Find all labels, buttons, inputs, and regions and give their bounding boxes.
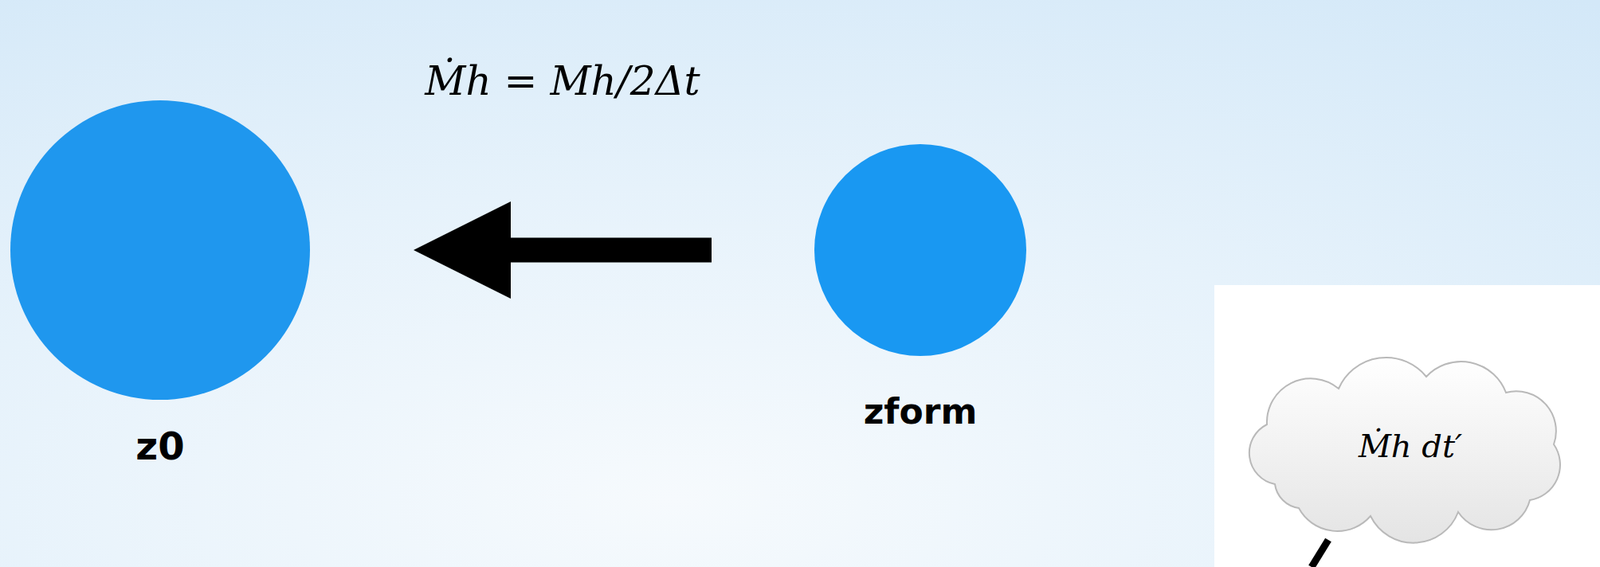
growth-arrow	[413, 201, 712, 299]
arrow-head	[413, 201, 511, 299]
cloud-formula: Ṁh dt′	[1358, 427, 1463, 465]
rate-formula: Ṁh = Mh/2Δt	[424, 58, 700, 105]
arrow-shaft	[509, 238, 712, 263]
circle-fill	[814, 144, 1027, 357]
circle-outline	[10, 100, 310, 400]
stage-circle: zform	[814, 144, 1027, 357]
redshift-label: z0	[135, 423, 185, 469]
inset-panel	[1214, 285, 1600, 567]
pointer-line	[1311, 540, 1329, 567]
redshift-label: zform	[863, 391, 978, 432]
cloud-fill	[1249, 357, 1561, 544]
stage-circle: z0	[10, 100, 310, 400]
circle-outline	[814, 144, 1027, 357]
thought-cloud: Ṁh dt′	[1227, 349, 1594, 541]
circle-fill	[10, 100, 310, 400]
